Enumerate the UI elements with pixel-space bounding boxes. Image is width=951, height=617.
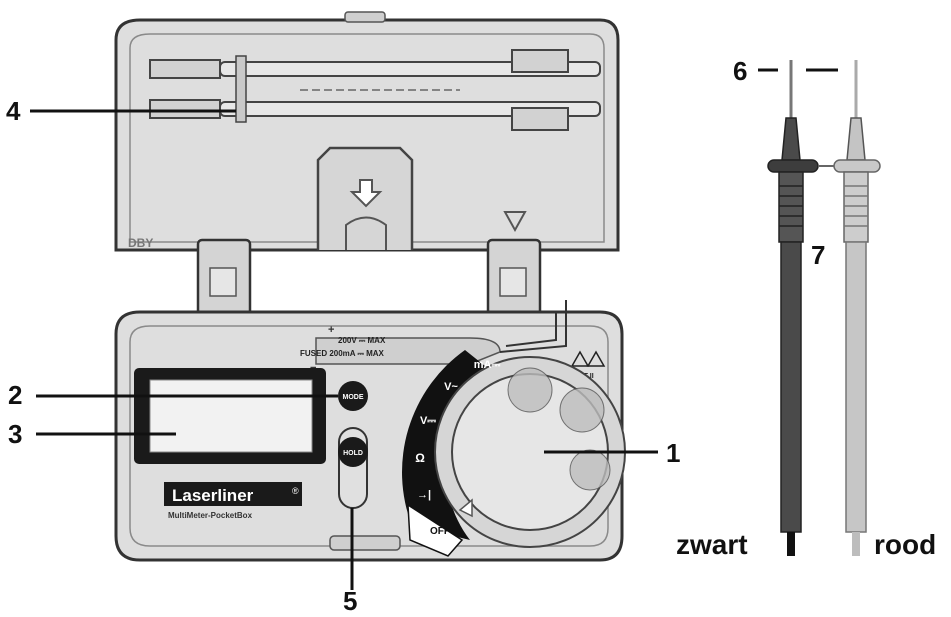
input-limit-current: FUSED 200mA ⎓ MAX — [300, 349, 385, 358]
callout-4: 4 — [6, 96, 21, 126]
probe-label-black: zwart — [676, 529, 748, 560]
hold-button[interactable]: HOLD — [338, 427, 368, 509]
callout-7: 7 — [811, 240, 825, 270]
mode-button-label: MODE — [343, 394, 364, 401]
callout-numbers: 4 2 3 1 5 6 7 — [6, 56, 825, 616]
dial-position-diode: →| — [417, 489, 431, 501]
dial-position-off: OFF — [430, 526, 450, 537]
callout-3: 3 — [8, 419, 22, 449]
lid-latch — [316, 146, 527, 250]
callout-lines — [30, 68, 838, 590]
input-limit-voltage: 200V ⎓ MAX — [338, 336, 386, 345]
probe-label-red: rood — [874, 529, 936, 560]
dial-position-vdc: V⎓ — [420, 415, 436, 427]
model-name: MultiMeter-PocketBox — [168, 511, 253, 520]
brand-name: Laserliner — [172, 486, 254, 505]
callout-6: 6 — [733, 56, 747, 86]
input-jack-area: + 200V ⎓ MAX FUSED 200mA ⎓ MAX − CAT II — [300, 300, 606, 380]
dial-pointer-icon — [458, 498, 473, 518]
probe-black — [767, 60, 819, 556]
brand-mark: ® — [292, 486, 299, 496]
callout-5: 5 — [343, 586, 357, 612]
hold-button-label: HOLD — [343, 450, 363, 457]
mode-button[interactable]: MODE — [338, 381, 368, 411]
down-arrow-icon — [349, 179, 383, 208]
callout-1: 1 — [666, 438, 680, 468]
callout-2: 2 — [8, 380, 22, 410]
plus-sign: + — [328, 324, 334, 336]
hinge — [196, 238, 542, 324]
probe-holder — [149, 49, 601, 131]
dial-position-ma: mA⎓ — [474, 359, 501, 371]
probe-red — [818, 60, 881, 556]
rotary-dial[interactable]: mA⎓ V~ V⎓ Ω →| OFF — [402, 350, 626, 557]
lcd-display — [134, 368, 326, 464]
warning-icon-2 — [586, 350, 606, 367]
warning-icon — [570, 350, 590, 367]
dial-position-vac: V~ — [444, 381, 458, 393]
dial-position-ohm: Ω — [415, 451, 425, 465]
brand-logo: Laserliner ® MultiMeter-PocketBox — [164, 482, 302, 520]
lid-marking: DBY — [128, 236, 153, 250]
triangle-marker-icon — [503, 211, 527, 233]
